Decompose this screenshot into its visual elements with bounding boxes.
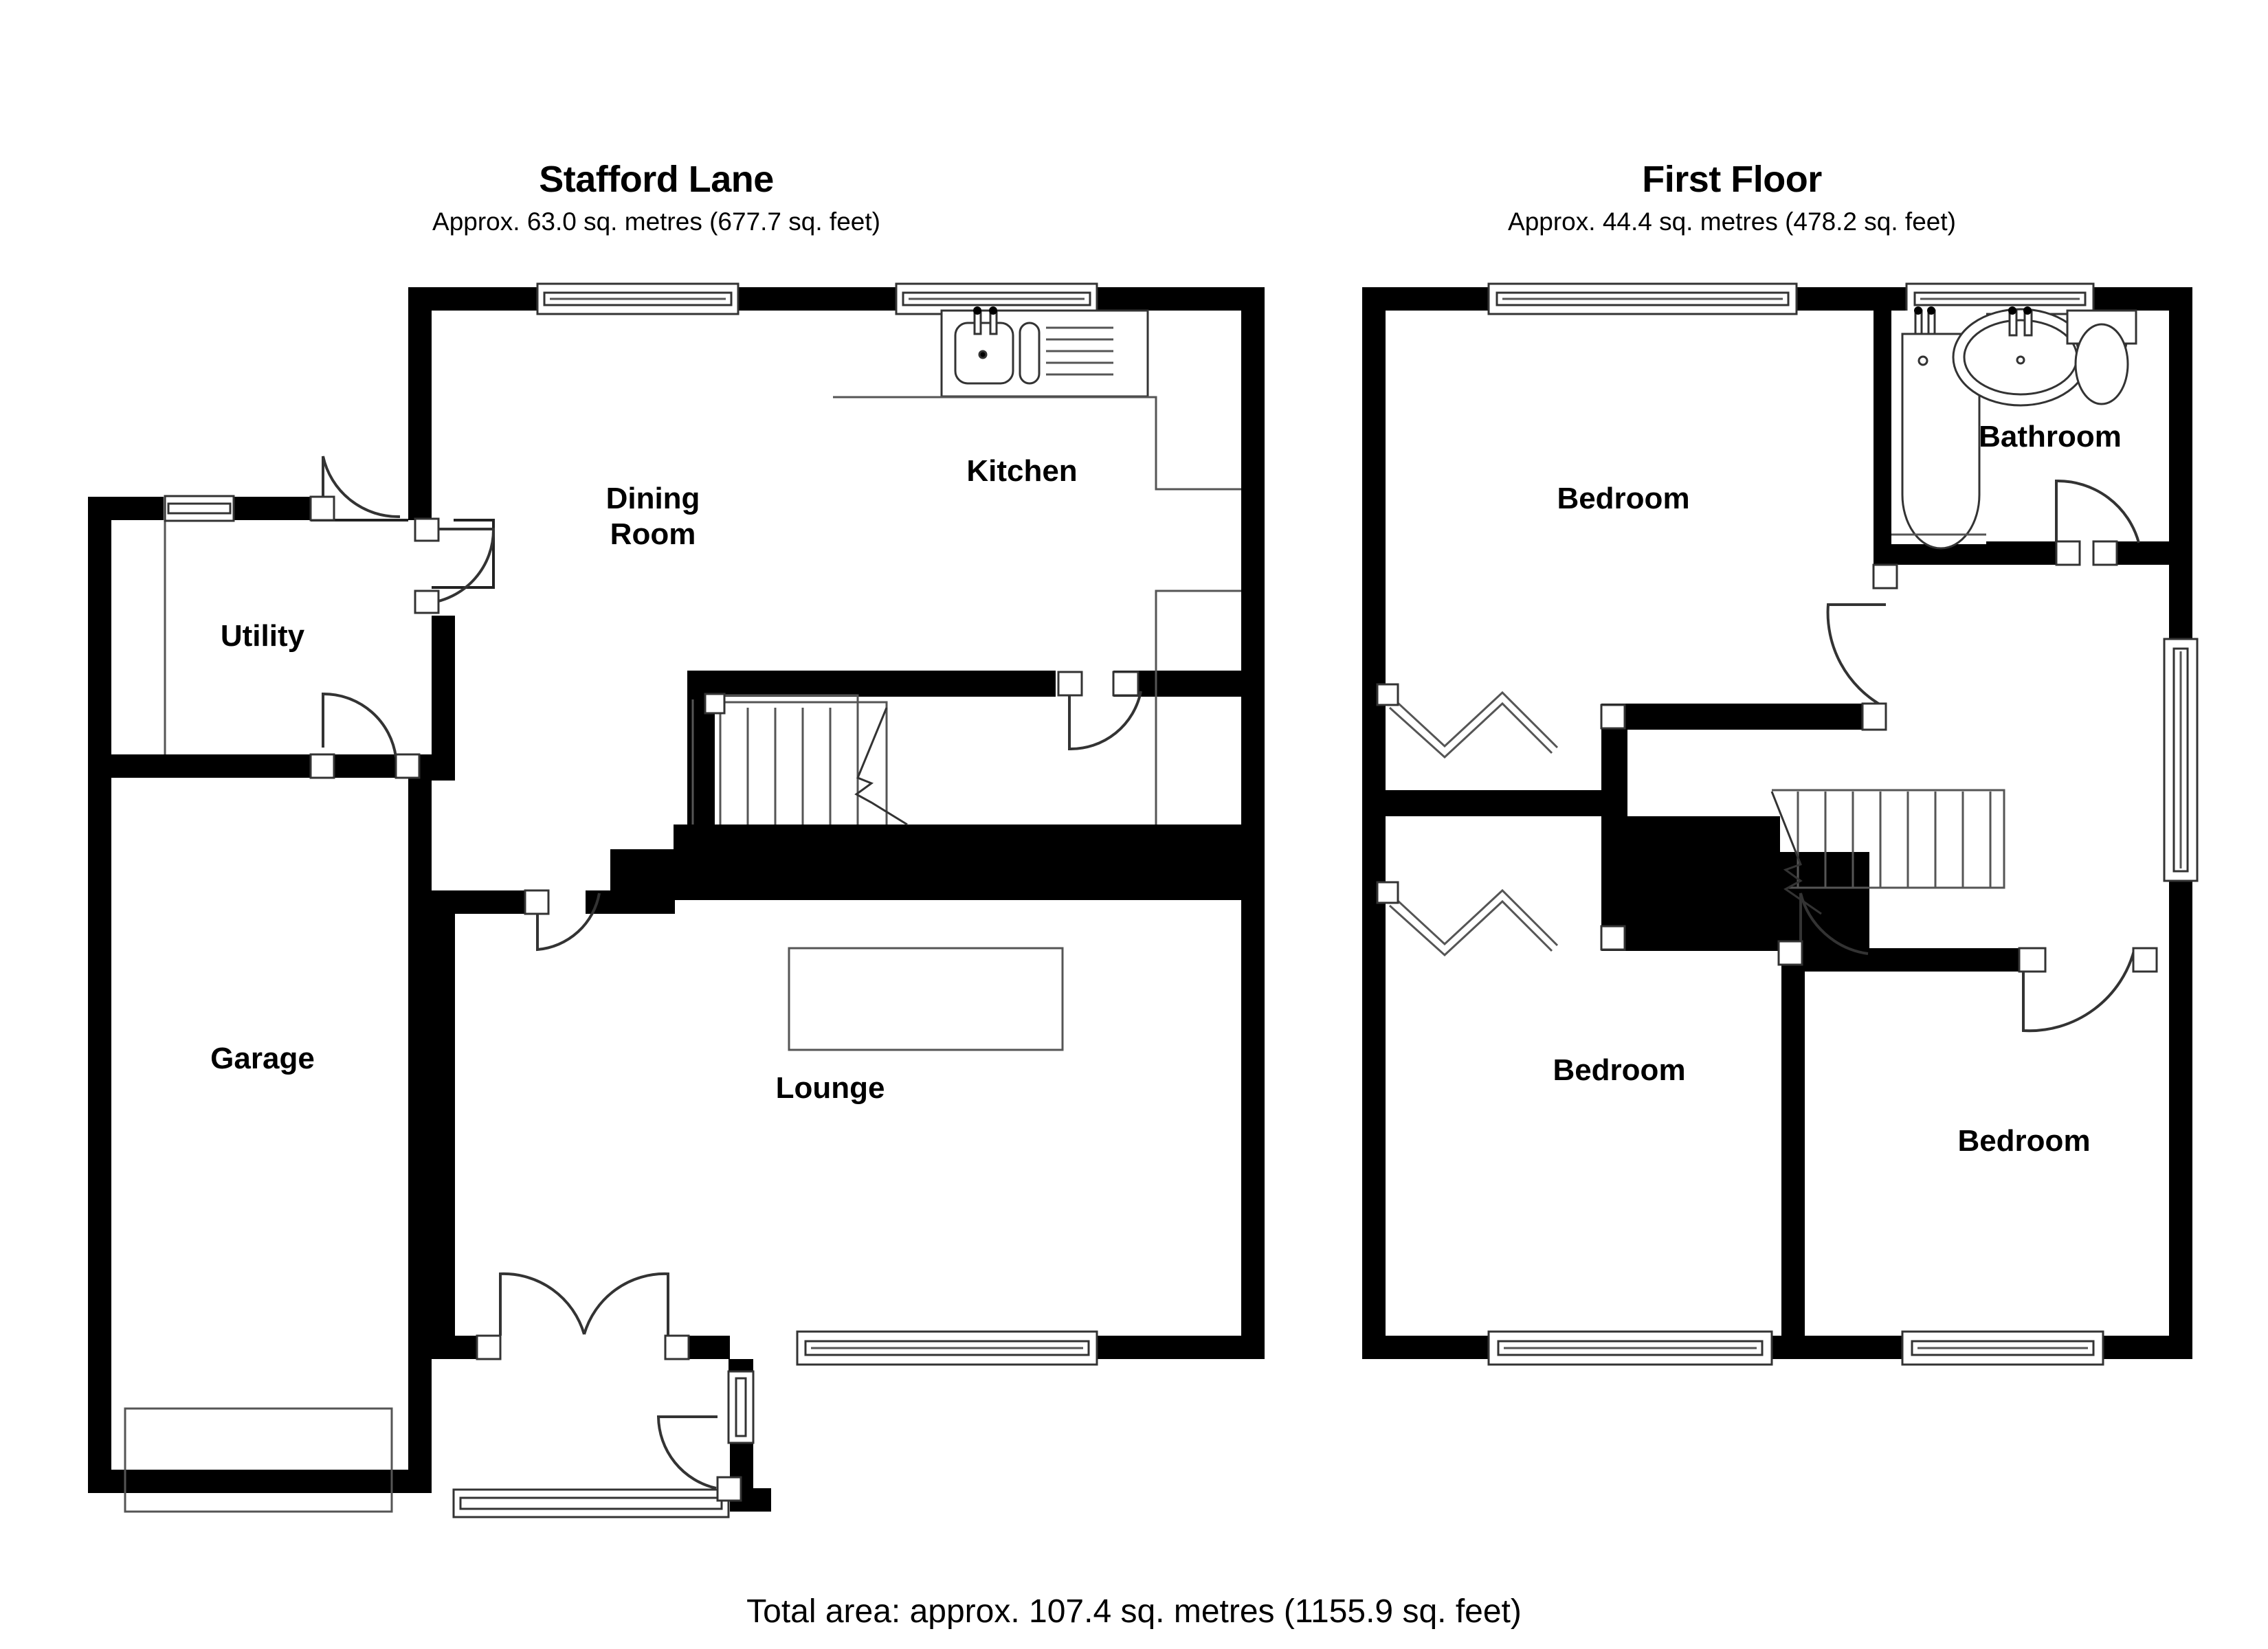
dining-notch-walls	[408, 497, 432, 520]
ground-thin-partitions	[164, 520, 166, 754]
room-label-lounge: Lounge	[775, 1071, 885, 1105]
room-label-garage: Garage	[210, 1042, 315, 1075]
ground-floor-doors	[309, 456, 1142, 1502]
ground-floor-subtitle: Approx. 63.0 sq. metres (677.7 sq. feet)	[432, 207, 880, 236]
first-floor-subtitle: Approx. 44.4 sq. metres (478.2 sq. feet)	[1508, 207, 1956, 236]
lounge-feature-outline	[788, 947, 1064, 1051]
room-label-bedroom-3: Bedroom	[1957, 1124, 2091, 1158]
wardrobe-1	[1376, 683, 1559, 759]
stairs-up	[691, 693, 908, 826]
room-label-kitchen: Kitchen	[966, 454, 1078, 488]
wardrobe-2	[1376, 881, 1559, 957]
kitchen-drainer-lines	[1046, 326, 1113, 376]
dining-worktop-outline	[715, 694, 859, 824]
kitchen-worktop-outline	[833, 396, 1241, 824]
total-area-caption: Total area: approx. 107.4 sq. metres (11…	[746, 1593, 1522, 1630]
kitchen-sink-unit	[940, 306, 1149, 398]
ground-floor-title: Stafford Lane	[539, 159, 774, 200]
stairs-down	[1770, 789, 2005, 915]
room-label-bedroom-2: Bedroom	[1553, 1053, 1686, 1087]
ground-floor-plan	[88, 282, 1265, 1518]
room-label-bedroom-1: Bedroom	[1557, 482, 1690, 515]
room-label-bathroom: Bathroom	[1979, 420, 2122, 453]
room-label-utility: Utility	[220, 619, 305, 653]
toilet	[2066, 309, 2137, 405]
garage-door-outline	[124, 1407, 393, 1513]
ground-floor-windows	[164, 282, 1098, 1518]
first-floor-plan	[1362, 282, 2199, 1366]
room-label-dining-room: Dining Room	[605, 482, 700, 551]
first-floor-doors	[1600, 479, 2158, 1033]
first-floor-walls	[1362, 287, 2192, 1359]
first-floor-title: First Floor	[1642, 159, 1822, 200]
ground-floor-walls	[88, 287, 1265, 1512]
